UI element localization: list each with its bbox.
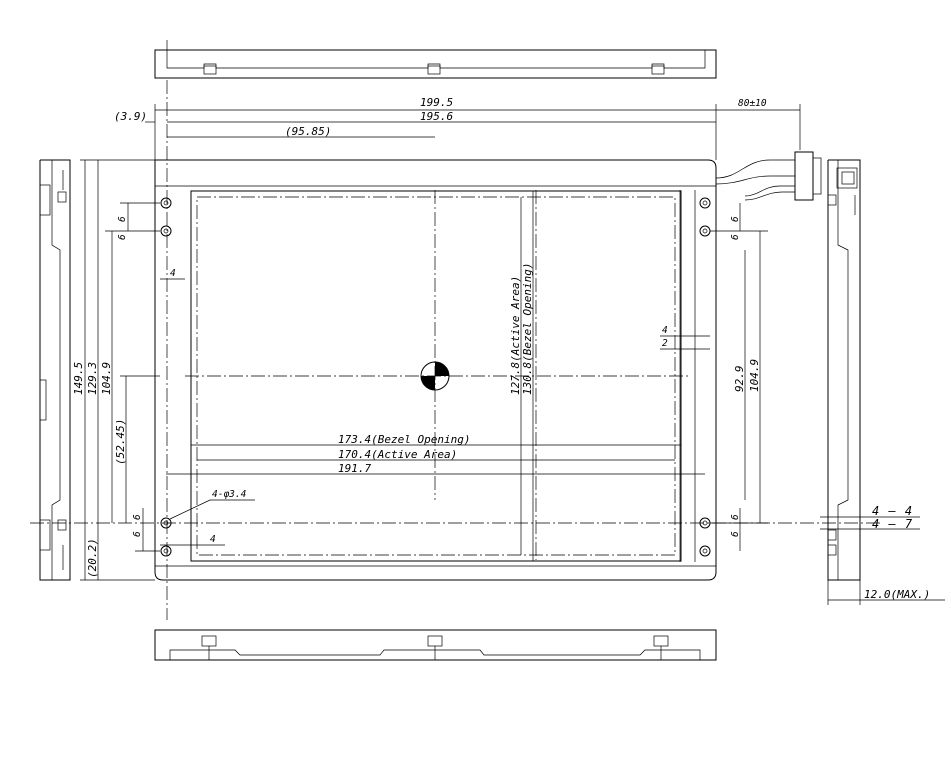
dim-cable-length: 80±10 [738,98,767,109]
top-side-view [154,40,717,79]
dim-right-pitch-104: 104.9 [748,359,761,392]
dim-left-offset: (3.9) [114,110,147,123]
dim-right-pitch-92: 92.9 [733,366,746,393]
dim-small-6-lb1: 6 [132,514,143,520]
dim-small-6-lt2: 6 [117,234,128,240]
dim-bezel-opening-h: 173.4(Bezel Opening) [338,433,470,446]
dim-hole-pitch-v: 104.9 [100,362,113,395]
dim-small-6-lt1: 6 [117,216,128,222]
dim-thickness-max: 12.0(MAX.) [864,588,930,601]
dim-overall-height: 149.5 [72,362,85,395]
dim-small-4-right: 4 [662,325,668,336]
dimension-lines [80,104,945,605]
dim-side-44: 4 — 4 [872,504,913,518]
dim-small-2-right: 2 [662,338,668,349]
dim-active-area-h: 170.4(Active Area) [338,448,457,461]
front-view [30,80,880,620]
dim-overall-width: 199.5 [420,96,453,109]
dim-width: 195.6 [420,110,453,123]
center-mark-icon [420,361,450,391]
dim-small-6-lb2: 6 [132,531,143,537]
mounting-holes-left [160,197,172,557]
dim-hole-pitch-h: 191.7 [338,462,371,475]
bottom-side-view [154,629,717,661]
dimension-labels: 199.5 195.6 (3.9) (95.85) 80±10 149.5 12… [72,96,930,601]
dim-small-4-left-top: 4 [170,268,176,279]
mounting-holes-right [699,197,711,557]
dim-small-6-rb2: 6 [730,531,741,537]
dim-height-129: 129.3 [86,362,99,395]
dim-hole-callout: 4-φ3.4 [212,489,247,500]
dim-side-47: 4 — 7 [872,517,913,531]
dim-bezel-opening-v: 130.8(Bezel Opening) [521,263,534,395]
left-side-view [39,159,71,581]
dim-bottom-offset: (20.2) [86,538,99,578]
dim-small-6-rt1: 6 [730,216,741,222]
dim-small-6-rb1: 6 [730,514,741,520]
dim-small-4-left-bottom: 4 [210,534,216,545]
dim-center-v: (52.45) [114,419,127,465]
dim-active-area-v: 127.8(Active Area) [509,276,522,395]
dim-small-6-rt2: 6 [730,234,741,240]
connector-cable [715,151,822,201]
dim-half-width: (95.85) [285,125,331,138]
